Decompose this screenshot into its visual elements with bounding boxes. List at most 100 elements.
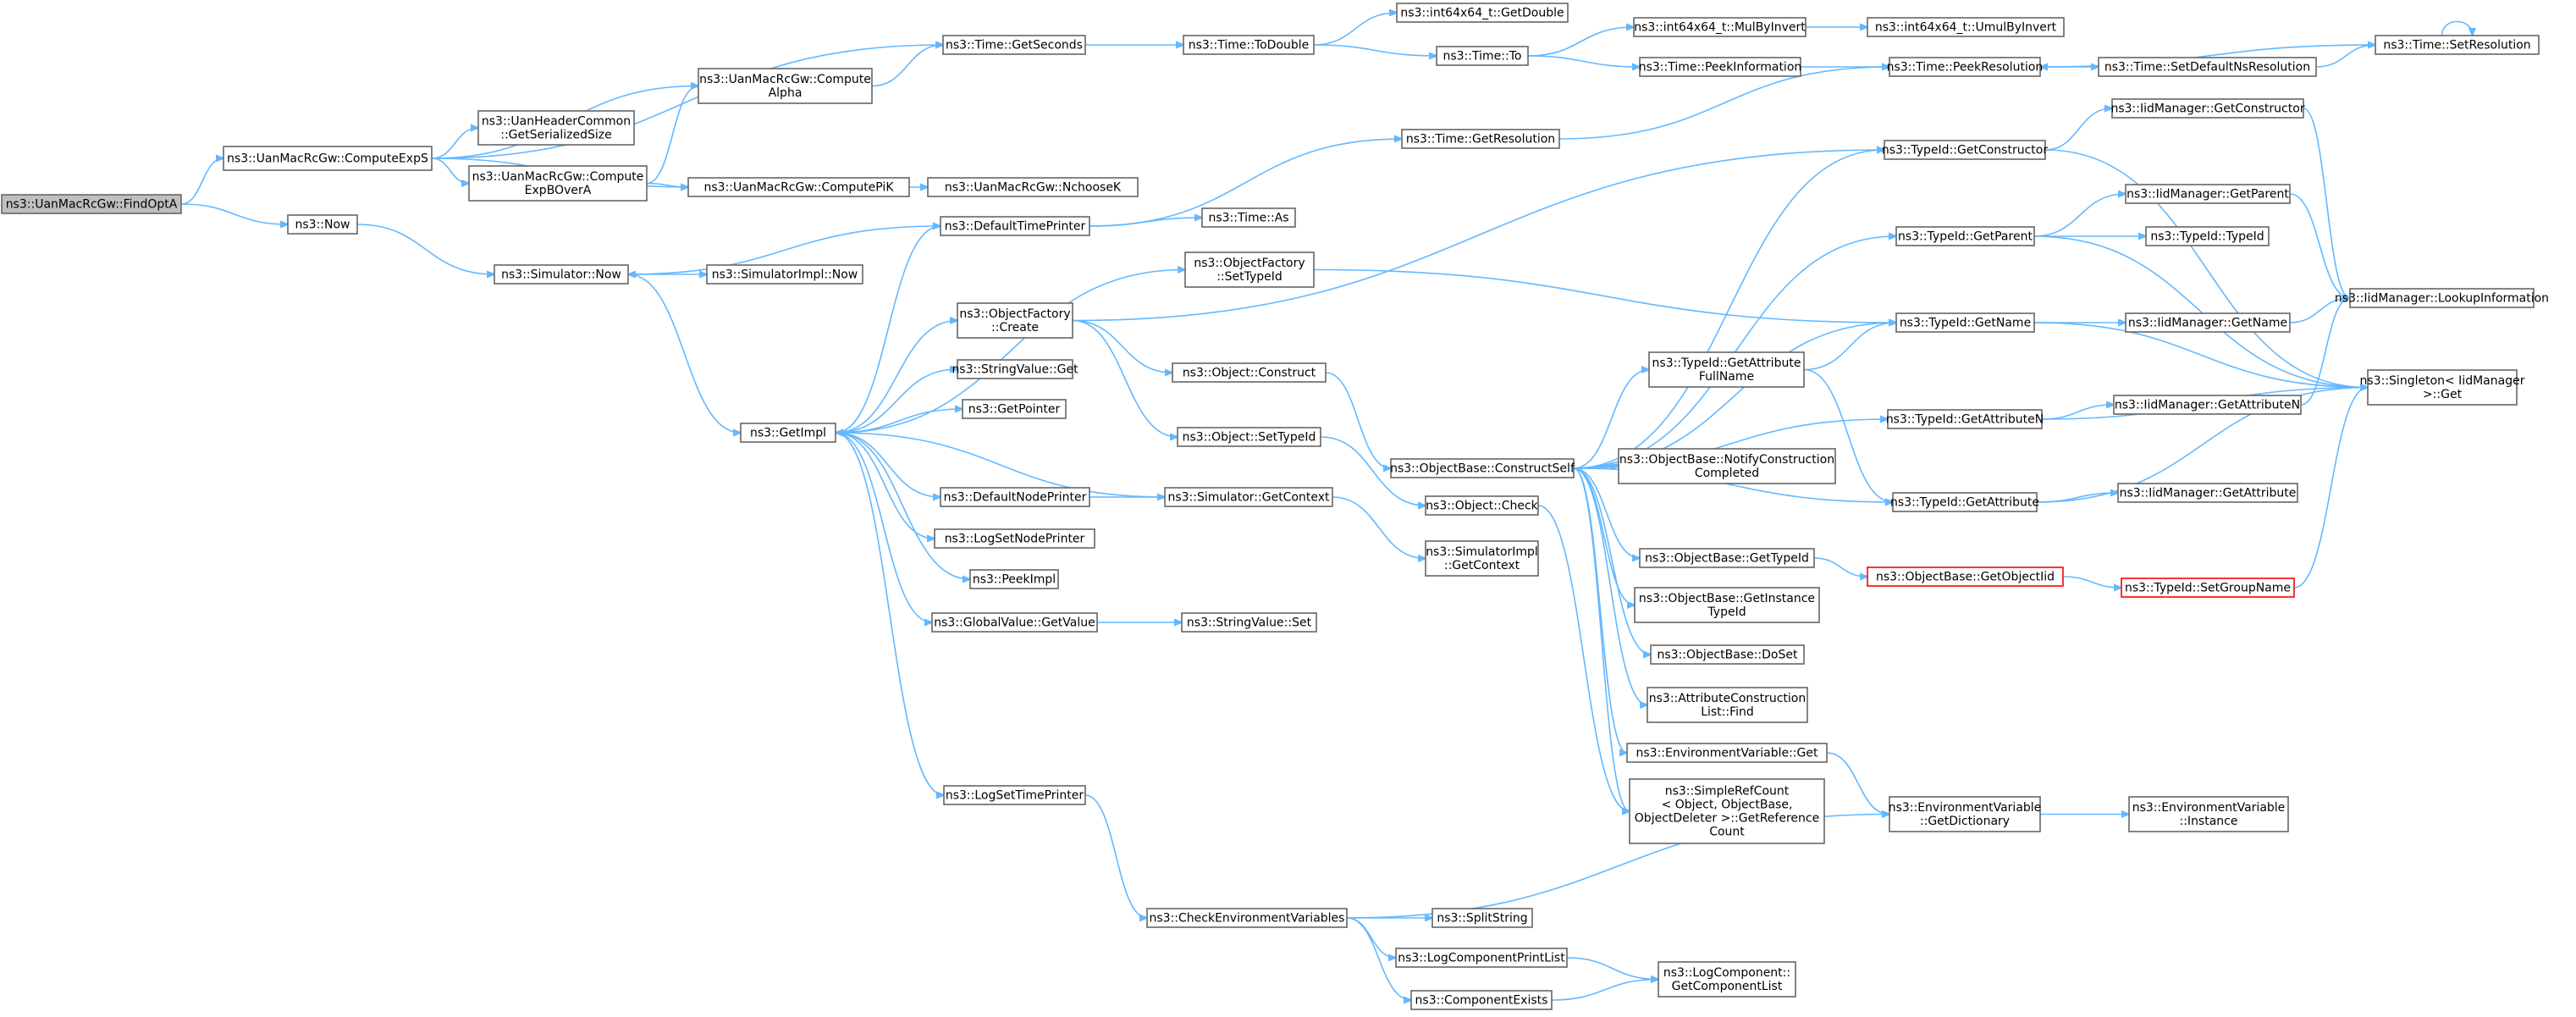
- node-gettime_seconds[interactable]: ns3::Time::GetSeconds: [942, 35, 1086, 55]
- node-timeas[interactable]: ns3::Time::As: [1201, 207, 1296, 228]
- node-getpointer[interactable]: ns3::GetPointer: [962, 399, 1067, 419]
- node-box: [1184, 251, 1315, 288]
- node-objcheck[interactable]: ns3::Object::Check: [1425, 495, 1539, 516]
- node-singletonget[interactable]: ns3::Singleton< IidManager>::Get: [2360, 369, 2525, 406]
- node-computepik[interactable]: ns3::UanMacRcGw::ComputePiK: [687, 177, 910, 197]
- node-simgetcontext[interactable]: ns3::Simulator::GetContext: [1164, 487, 1333, 507]
- node-notifyconstruction[interactable]: ns3::ObjectBase::NotifyConstructionCompl…: [1618, 448, 1836, 484]
- node-box: [1639, 57, 1801, 77]
- node-label: ns3::Time::PeekResolution: [1887, 60, 2044, 74]
- node-peekresolution[interactable]: ns3::Time::PeekResolution: [1887, 57, 2044, 77]
- node-box: [740, 423, 836, 443]
- node-findopta[interactable]: ns3::UanMacRcGw::FindOptA: [1, 194, 182, 214]
- call-edge-constructself-to-attrconstrfind: [1573, 467, 1647, 705]
- node-simplerefcount[interactable]: ns3::SimpleRefCount< Object, ObjectBase,…: [1629, 778, 1825, 844]
- node-logsetnodeprinter[interactable]: ns3::LogSetNodePrinter: [934, 528, 1095, 549]
- node-getdouble[interactable]: ns3::int64x64_t::GetDouble: [1396, 3, 1569, 23]
- node-nchoosek[interactable]: ns3::UanMacRcGw::NchooseK: [927, 177, 1139, 197]
- node-objfactorysettypeid[interactable]: ns3::ObjectFactory::SetTypeId: [1184, 251, 1315, 288]
- node-now[interactable]: ns3::Now: [287, 214, 358, 235]
- node-simimplnow[interactable]: ns3::SimulatorImpl::Now: [706, 264, 863, 285]
- node-splitstring[interactable]: ns3::SplitString: [1431, 908, 1533, 928]
- node-box: [1892, 492, 2038, 512]
- node-objconstruct[interactable]: ns3::Object::Construct: [1172, 362, 1327, 383]
- node-getimpl[interactable]: ns3::GetImpl: [740, 423, 836, 443]
- node-label: ns3::Time::GetSeconds: [946, 38, 1083, 52]
- node-typeidgetconstructor[interactable]: ns3::TypeId::GetConstructor: [1882, 140, 2048, 160]
- call-edge-gettimeres-to-peekresolution: [1558, 67, 1889, 140]
- node-label: ns3::UanMacRcGw::Compute: [699, 73, 871, 86]
- node-label: ::SetTypeId: [1216, 270, 1282, 284]
- node-constructself[interactable]: ns3::ObjectBase::ConstructSelf: [1390, 458, 1575, 478]
- node-timeto[interactable]: ns3::Time::To: [1436, 46, 1529, 66]
- node-typeidgetattrn[interactable]: ns3::TypeId::GetAttributeN: [1886, 409, 2044, 429]
- node-objsettypeid[interactable]: ns3::Object::SetTypeId: [1177, 427, 1321, 447]
- node-iidgetattr[interactable]: ns3::IidManager::GetAttribute: [2117, 483, 2298, 503]
- node-envvarget[interactable]: ns3::EnvironmentVariable::Get: [1626, 743, 1828, 763]
- node-globalvaluegetvalue[interactable]: ns3::GlobalValue::GetValue: [931, 612, 1098, 633]
- node-setgroupname[interactable]: ns3::TypeId::SetGroupName: [2121, 578, 2295, 598]
- node-label: ns3::LogSetTimePrinter: [946, 788, 1084, 802]
- node-objbasegettypeid[interactable]: ns3::ObjectBase::GetTypeId: [1639, 548, 1815, 568]
- call-edge-findopta-to-now: [180, 203, 288, 224]
- node-gettimeres[interactable]: ns3::Time::GetResolution: [1401, 129, 1560, 149]
- node-typeidtypeid[interactable]: ns3::TypeId::TypeId: [2145, 226, 2270, 246]
- node-getserializedsize[interactable]: ns3::UanHeaderCommon::GetSerializedSize: [477, 110, 635, 146]
- node-iidgetattrn[interactable]: ns3::IidManager::GetAttributeN: [2113, 395, 2302, 415]
- node-box: [962, 399, 1067, 419]
- node-getcomponentlist[interactable]: ns3::LogComponent::GetComponentList: [1658, 961, 1796, 998]
- node-mulbyinvert[interactable]: ns3::int64x64_t::MulByInvert: [1633, 17, 1807, 37]
- node-checkenvvars[interactable]: ns3::CheckEnvironmentVariables: [1146, 908, 1348, 928]
- node-doset[interactable]: ns3::ObjectBase::DoSet: [1650, 644, 1805, 665]
- node-box: [1410, 990, 1553, 1010]
- node-typeidgetname[interactable]: ns3::TypeId::GetName: [1895, 312, 2035, 333]
- node-box: [1867, 17, 2065, 37]
- node-defaulttimeprinter[interactable]: ns3::DefaultTimePrinter: [940, 216, 1090, 236]
- node-computeexps[interactable]: ns3::UanMacRcGw::ComputeExpS: [223, 146, 433, 171]
- call-edge-findopta-to-computeexps: [180, 158, 223, 205]
- node-envvarinstance[interactable]: ns3::EnvironmentVariable::Instance: [2128, 796, 2289, 832]
- node-lookupinformation[interactable]: ns3::IidManager::LookupInformation: [2335, 288, 2549, 308]
- node-box: [2367, 369, 2518, 406]
- node-setresolution[interactable]: ns3::Time::SetResolution: [2375, 35, 2540, 55]
- node-iidgetparent[interactable]: ns3::IidManager::GetParent: [2125, 184, 2291, 204]
- node-label: ns3::Time::SetDefaultNsResolution: [2104, 60, 2310, 74]
- node-setdefaultnsres[interactable]: ns3::Time::SetDefaultNsResolution: [2098, 57, 2317, 77]
- node-stringvalueset[interactable]: ns3::StringValue::Set: [1181, 612, 1317, 633]
- node-peekimpl[interactable]: ns3::PeekImpl: [969, 569, 1059, 589]
- node-box: [1390, 458, 1575, 478]
- node-envvargetdict[interactable]: ns3::EnvironmentVariable::GetDictionary: [1889, 796, 2042, 832]
- call-edge-envvarget-to-envvargetdict: [1826, 752, 1889, 815]
- node-objfactorycreate[interactable]: ns3::ObjectFactory::Create: [957, 302, 1073, 339]
- node-getobjectiid[interactable]: ns3::ObjectBase::GetObjectIid: [1867, 567, 2064, 587]
- call-edge-getattrfullname-to-typeidgetattr: [1803, 368, 1893, 503]
- node-box: [942, 35, 1086, 55]
- node-logsettimeprinter[interactable]: ns3::LogSetTimePrinter: [943, 785, 1086, 805]
- node-simnow[interactable]: ns3::Simulator::Now: [494, 264, 629, 285]
- node-typeidgetparent[interactable]: ns3::TypeId::GetParent: [1895, 226, 2035, 246]
- node-box: [957, 302, 1073, 339]
- node-todouble[interactable]: ns3::Time::ToDouble: [1183, 35, 1315, 55]
- node-box: [1884, 140, 2046, 160]
- node-stringvalueget[interactable]: ns3::StringValue::Get: [952, 359, 1078, 379]
- node-umulbyinvert[interactable]: ns3::int64x64_t::UmulByInvert: [1867, 17, 2065, 37]
- node-iidgetname[interactable]: ns3::IidManager::GetName: [2125, 312, 2291, 333]
- node-logcompprintlist[interactable]: ns3::LogComponentPrintList: [1395, 948, 1568, 968]
- node-label: ns3::StringValue::Get: [952, 362, 1078, 376]
- node-typeidgetattr[interactable]: ns3::TypeId::GetAttribute: [1890, 492, 2039, 512]
- node-peekinformation[interactable]: ns3::Time::PeekInformation: [1639, 57, 1802, 77]
- call-edge-constructself-to-objbasegettypeid: [1573, 467, 1640, 558]
- node-box: [1658, 961, 1796, 998]
- node-componentexists[interactable]: ns3::ComponentExists: [1410, 990, 1553, 1010]
- call-edge-getimpl-to-defaultnodeprinter: [835, 432, 940, 497]
- call-edge-constructself-to-getinstancetypeid: [1573, 467, 1635, 605]
- node-defaultnodeprinter[interactable]: ns3::DefaultNodePrinter: [940, 487, 1090, 507]
- node-simimplgetcontext[interactable]: ns3::SimulatorImpl::GetContext: [1425, 540, 1539, 577]
- call-edge-computeexpbovera-to-computepik: [646, 182, 688, 188]
- node-iidgetconstructor[interactable]: ns3::IidManager::GetConstructor: [2110, 98, 2305, 119]
